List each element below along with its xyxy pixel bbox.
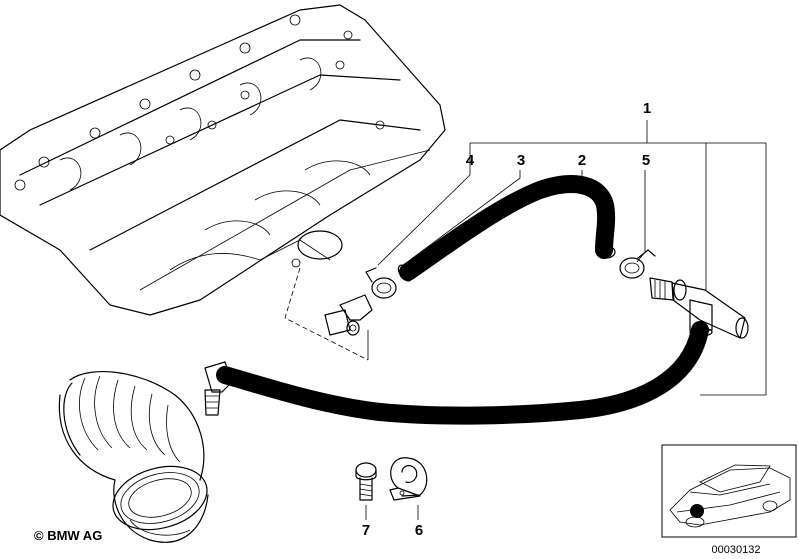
location-marker [690, 504, 704, 518]
intake-manifold [0, 4, 446, 316]
hose-part-2 [397, 175, 616, 282]
dashed-leader [284, 267, 369, 361]
car-locator-thumbnail: 00030132 [661, 444, 797, 556]
clamp-part-4 [365, 267, 397, 299]
bolt-part-7 [355, 462, 377, 501]
intake-boot [58, 370, 209, 543]
hose-lower [216, 321, 709, 425]
copyright-label: © BMW AG [34, 528, 102, 543]
callout-1: 1 [643, 100, 651, 117]
callout-7: 7 [362, 522, 370, 539]
callout-4: 4 [466, 152, 475, 169]
reference-number: 00030132 [712, 544, 761, 556]
callout-6: 6 [415, 522, 423, 539]
callout-2: 2 [578, 152, 586, 169]
clamp-part-6 [389, 457, 428, 501]
callout-5: 5 [642, 152, 650, 169]
elbow-connector [324, 294, 373, 336]
t-piece-valve [649, 277, 749, 339]
hose-end-fitting [204, 361, 233, 416]
leader-lines [365, 120, 767, 520]
callout-3: 3 [517, 152, 525, 169]
clamp-part-5 [619, 249, 656, 279]
